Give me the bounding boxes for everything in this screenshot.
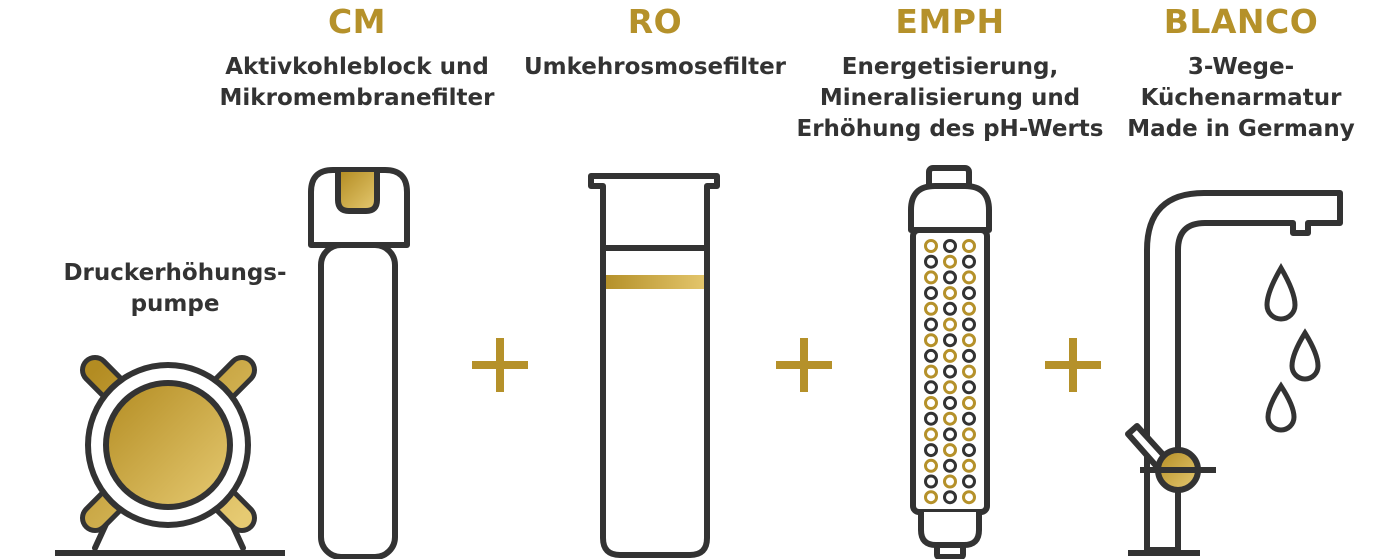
water-drop-icon xyxy=(1264,263,1321,433)
plus-connector-3 xyxy=(1045,338,1101,392)
mineral-bead xyxy=(962,301,976,316)
stage-description-ro: Umkehrosmosefilter xyxy=(523,54,787,80)
mineral-bead xyxy=(924,458,938,473)
mineral-bead xyxy=(924,490,938,505)
mineral-bead xyxy=(962,286,976,301)
mineral-bead xyxy=(943,380,957,395)
mineral-bead xyxy=(924,443,938,458)
mineral-bead xyxy=(943,333,957,348)
stage-title-ro: RO xyxy=(627,2,683,41)
pump-icon xyxy=(55,355,285,556)
kitchen-faucet-icon xyxy=(1125,190,1343,556)
mineral-bead xyxy=(962,239,976,253)
mineral-bead xyxy=(962,254,976,269)
mineral-bead xyxy=(943,301,957,316)
mineral-bead xyxy=(943,364,957,379)
mineral-bead xyxy=(924,364,938,379)
reverse-osmosis-filter-icon xyxy=(588,173,720,558)
carbon-block-filter-icon xyxy=(308,167,410,559)
plus-connector-2 xyxy=(776,338,832,392)
mineral-bead xyxy=(962,270,976,285)
mineral-bead xyxy=(943,317,957,332)
mineral-bead xyxy=(962,490,976,505)
mineral-bead xyxy=(962,380,976,395)
mineral-bead xyxy=(943,411,957,426)
stage-title-blanco: BLANCO xyxy=(1163,2,1319,41)
mineral-bead xyxy=(943,239,957,253)
mineral-bead xyxy=(962,443,976,458)
mineral-bead xyxy=(943,443,957,458)
mineral-bead xyxy=(962,474,976,489)
pump-label: Druckerhöhungs- pumpe xyxy=(63,260,287,317)
mineral-bead xyxy=(943,427,957,442)
mineral-bead xyxy=(962,427,976,442)
mineral-bead xyxy=(924,301,938,316)
mineral-bead xyxy=(924,348,938,363)
plus-connector-1 xyxy=(472,338,528,392)
mineral-bead xyxy=(962,458,976,473)
mineral-bead xyxy=(924,270,938,285)
mineral-bead xyxy=(924,333,938,348)
stage-description-emph: Energetisierung, Mineralisierung und Erh… xyxy=(796,54,1104,142)
mineral-bead xyxy=(943,270,957,285)
mineral-bead xyxy=(924,474,938,489)
stage-title-cm: CM xyxy=(327,2,387,41)
mineral-bead xyxy=(924,396,938,410)
mineral-bead xyxy=(962,317,976,332)
mineral-bead xyxy=(943,348,957,363)
stage-description-cm: Aktivkohleblock und Mikromembranefilter xyxy=(219,54,495,111)
mineral-bead xyxy=(943,458,957,473)
stage-description-blanco: 3-Wege- Küchenarmatur Made in Germany xyxy=(1127,54,1355,142)
mineral-bead xyxy=(924,254,938,269)
mineral-bead xyxy=(924,317,938,332)
mineral-bead xyxy=(943,474,957,489)
mineral-bead xyxy=(962,411,976,426)
mineral-bead xyxy=(962,333,976,348)
mineral-bead xyxy=(943,396,957,410)
mineral-bead xyxy=(962,364,976,379)
mineral-bead xyxy=(924,427,938,442)
mineral-bead xyxy=(943,286,957,301)
mineral-cartridge-icon xyxy=(908,165,992,559)
mineral-bead xyxy=(962,396,976,410)
mineral-bead xyxy=(943,490,957,505)
mineral-bead xyxy=(924,286,938,301)
mineral-bead xyxy=(924,239,938,253)
mineral-bead xyxy=(962,348,976,363)
mineral-bead xyxy=(924,380,938,395)
stage-title-emph: EMPH xyxy=(895,2,1005,41)
mineral-bead xyxy=(943,254,957,269)
mineral-bead xyxy=(924,411,938,426)
